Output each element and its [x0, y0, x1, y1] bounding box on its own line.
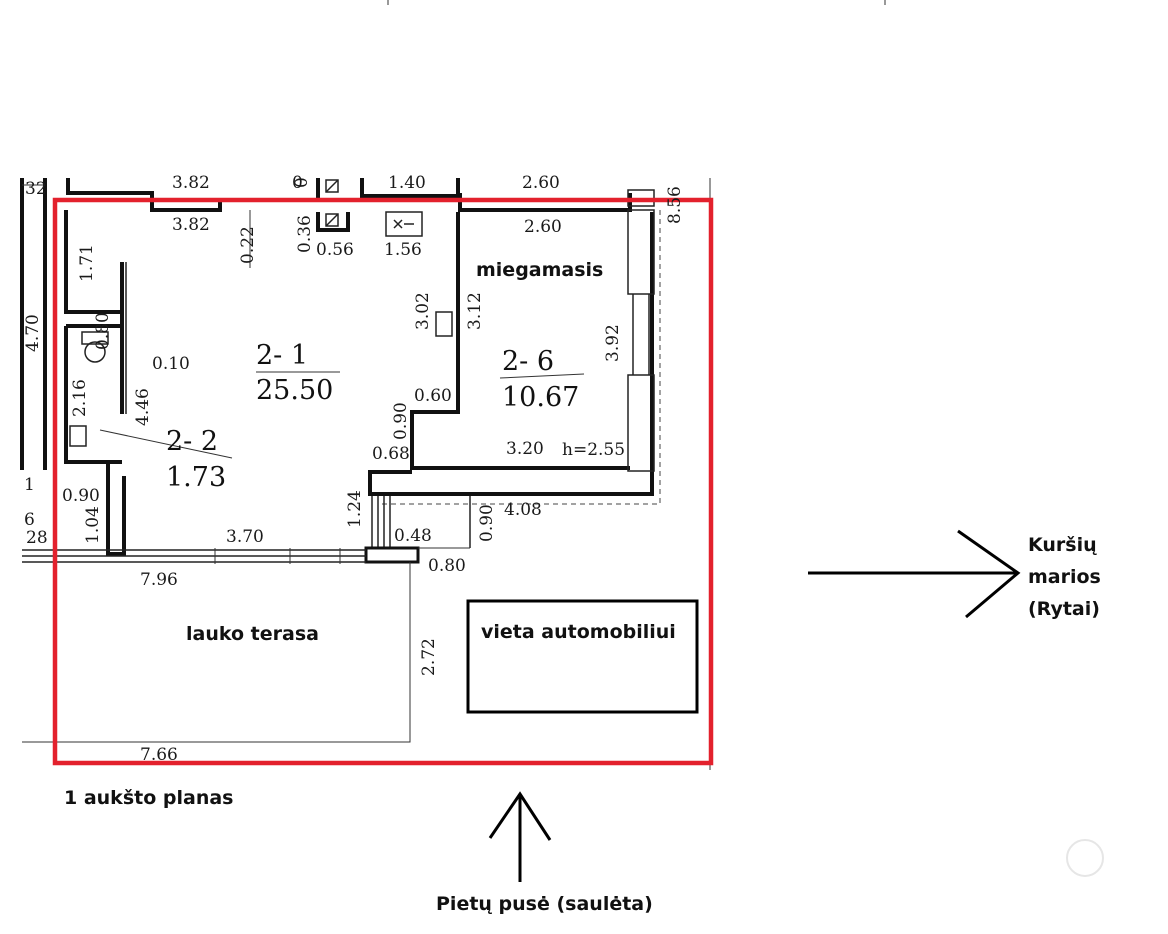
interior-walls [22, 209, 711, 770]
dim-label: 4.08 [504, 500, 542, 520]
room-2-1-area: 25.50 [256, 375, 333, 406]
dim-label: 0.56 [316, 240, 354, 260]
watermark-icon [1066, 839, 1104, 877]
dim-label: 28 [26, 528, 48, 548]
east-arrow-icon [808, 529, 1021, 619]
dim-label: 0.48 [394, 526, 432, 546]
east-label-line1: Kuršių [1028, 534, 1097, 556]
east-label-line3: (Rytai) [1028, 598, 1100, 620]
annotations: miegamasis lauko terasa vieta automobili… [64, 259, 1101, 915]
dim-label: 6 [24, 510, 35, 530]
terrace-label: lauko terasa [186, 623, 319, 645]
toilet-icon [84, 341, 106, 363]
vent-icon [325, 213, 339, 227]
dim-label: 0.10 [152, 354, 190, 374]
ceiling-height-label: h=2.55 [562, 440, 625, 460]
dim-label: 1.56 [384, 240, 422, 260]
radiator-icon [435, 311, 453, 337]
meter-icon [385, 211, 423, 237]
dim-label: 8.56 [665, 186, 685, 224]
dim-label: 1.71 [77, 244, 97, 282]
east-label-line2: marios [1028, 566, 1101, 588]
dim-label: 0 [292, 177, 312, 188]
room-2-6-area: 10.67 [502, 382, 579, 413]
dim-label: 7.66 [140, 745, 178, 765]
dim-label: 1 [24, 475, 35, 495]
dim-label: 0.22 [238, 226, 258, 264]
dim-label: 4.46 [133, 388, 153, 426]
dim-label: 0 [292, 173, 303, 193]
dim-label: 32 [25, 179, 47, 199]
dim-label: 0.90 [62, 486, 100, 506]
vent-icon [325, 179, 339, 193]
dim-label: 1.24 [345, 490, 365, 528]
sink-icon [69, 425, 87, 447]
dim-label: 3.70 [226, 527, 264, 547]
dim-label: 0.36 [295, 215, 315, 253]
dimension-labels: 3.82 0 1.40 2.60 32 3.82 0.56 1.56 2.60 … [23, 173, 685, 765]
dim-label: 3.92 [603, 324, 623, 362]
dim-label: 2.60 [522, 173, 560, 193]
room-2-6-number: 2- 6 [502, 346, 554, 377]
dim-label: 0.80 [93, 312, 113, 350]
plan-title: 1 aukšto planas [64, 787, 233, 809]
dim-label: 3.02 [413, 292, 433, 330]
exterior-walls [20, 178, 711, 470]
switch-icon [393, 219, 414, 229]
bedroom-label: miegamasis [476, 259, 603, 281]
dim-label: 0.80 [428, 556, 466, 576]
dim-label: 1.04 [83, 506, 103, 544]
dim-label: 0.90 [477, 504, 497, 542]
dim-label: 4.70 [23, 314, 43, 352]
plot-boundary [52, 197, 714, 766]
dim-label: 2.16 [70, 379, 90, 417]
dim-label: 3.12 [465, 292, 485, 330]
dim-label: 3.82 [172, 173, 210, 193]
room-2-2-area: 1.73 [166, 462, 226, 493]
dim-label: 0.68 [372, 444, 410, 464]
room-2-2-number: 2- 2 [166, 426, 218, 457]
dim-label: 0.60 [414, 386, 452, 406]
dim-label: 2.72 [419, 638, 439, 676]
dim-label: 2.60 [524, 217, 562, 237]
room-labels: 2- 1 25.50 2- 2 1.73 2- 6 10.67 [166, 340, 579, 493]
parking-spot-box [466, 599, 699, 714]
room-2-1-number: 2- 1 [256, 340, 308, 371]
dim-label: 7.96 [140, 570, 178, 590]
south-arrow-icon [488, 791, 552, 882]
dim-label: 0.90 [391, 402, 411, 440]
fixtures [69, 179, 453, 447]
dim-label: 1.40 [388, 173, 426, 193]
south-label: Pietų pusė (saulėta) [436, 893, 653, 915]
dim-label: 3.82 [172, 215, 210, 235]
dim-label: 3.20 [506, 439, 544, 459]
parking-label: vieta automobiliui [481, 621, 676, 643]
